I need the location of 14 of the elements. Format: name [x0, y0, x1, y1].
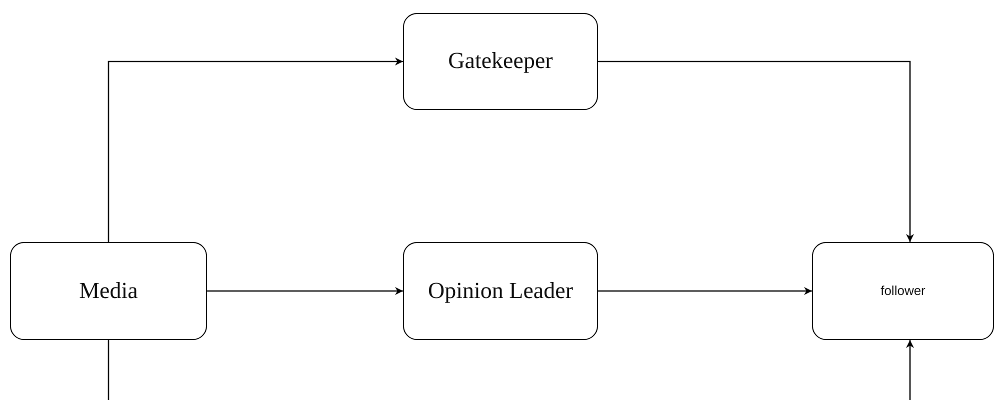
arrow [906, 340, 914, 400]
connector-line [108, 340, 110, 400]
arrow [598, 60, 914, 242]
arrow [598, 287, 812, 295]
node-label: follower [880, 282, 926, 300]
process-box [812, 242, 994, 340]
process-box [10, 242, 207, 340]
process-box [403, 13, 598, 110]
process-box [403, 242, 598, 340]
node-label: Gatekeeper [448, 47, 553, 76]
arrow [207, 287, 403, 295]
arrow [108, 58, 403, 242]
node-label: Opinion Leader [428, 276, 573, 305]
node-label: Media [79, 276, 138, 305]
